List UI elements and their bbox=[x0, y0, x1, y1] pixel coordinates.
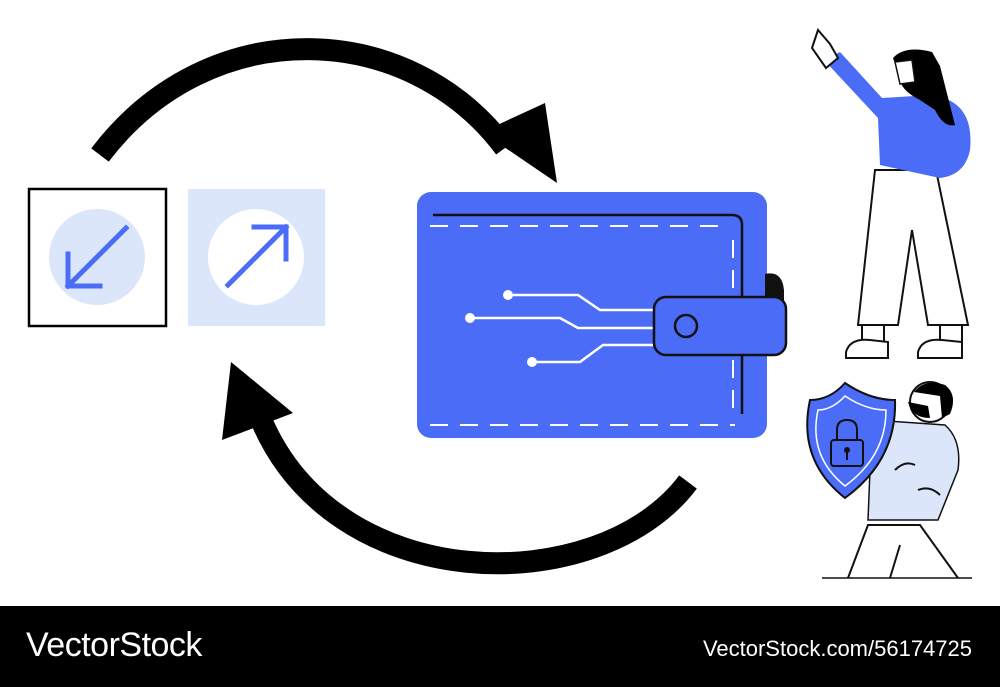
outgoing-transfer-card[interactable] bbox=[188, 189, 325, 326]
digital-wallet-icon bbox=[417, 192, 788, 438]
bottom-cycle-arrow bbox=[247, 408, 697, 575]
shield-lock-icon bbox=[806, 381, 897, 500]
arrow-up-right-icon bbox=[224, 223, 290, 289]
brand-logo-text[interactable]: VectorStock bbox=[26, 626, 202, 664]
man-with-shield-figure bbox=[806, 381, 972, 579]
incoming-transfer-card[interactable] bbox=[27, 187, 168, 328]
footer-bar: VectorStock VectorStock.com/56174725 bbox=[0, 606, 1000, 687]
illustration-canvas bbox=[27, 28, 972, 579]
top-cycle-arrowhead bbox=[482, 103, 557, 183]
arrow-down-left-icon bbox=[64, 224, 130, 290]
top-cycle-arrow bbox=[91, 38, 514, 162]
wallet-clasp-button[interactable] bbox=[652, 295, 788, 357]
woman-pointing-figure bbox=[810, 28, 971, 359]
image-reference-link[interactable]: VectorStock.com/56174725 bbox=[702, 636, 972, 661]
cycle-arrows-icon bbox=[91, 38, 697, 575]
circuit-lines bbox=[470, 293, 665, 364]
bottom-cycle-arrowhead bbox=[222, 362, 293, 440]
